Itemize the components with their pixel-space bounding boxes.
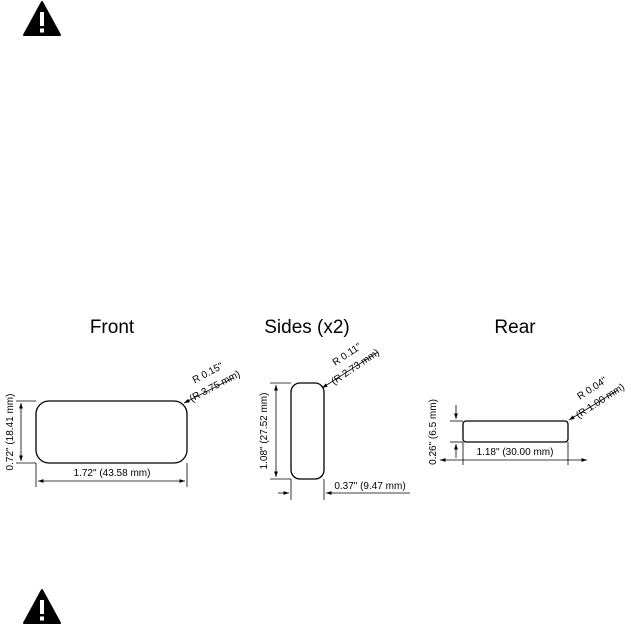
sides-height-label: 1.08" (27.52 mm) (259, 393, 270, 470)
front-view: Front 0.72" (18.41 mm) 1.72" (43.58 mm) … (5, 317, 242, 487)
front-heading: Front (90, 317, 135, 338)
sides-heading: Sides (x2) (264, 317, 350, 338)
rear-height-label: 0.26" (6.5 mm) (428, 399, 439, 465)
rear-width-label: 1.18" (30.00 mm) (477, 447, 554, 458)
front-width-label: 1.72" (43.58 mm) (74, 468, 151, 479)
sides-width-label: 0.37" (9.47 mm) (334, 481, 405, 492)
sides-outline (291, 383, 324, 479)
rear-view: Rear 0.26" (6.5 mm) 1.18" (30.00 mm) R 0… (428, 317, 627, 465)
rear-heading: Rear (494, 317, 536, 338)
front-outline (36, 401, 187, 463)
sides-view: Sides (x2) 1.08" (27.52 mm) 0.37" (9.47 … (259, 317, 410, 500)
front-height-label: 0.72" (18.41 mm) (5, 394, 16, 471)
rear-outline (463, 421, 568, 442)
